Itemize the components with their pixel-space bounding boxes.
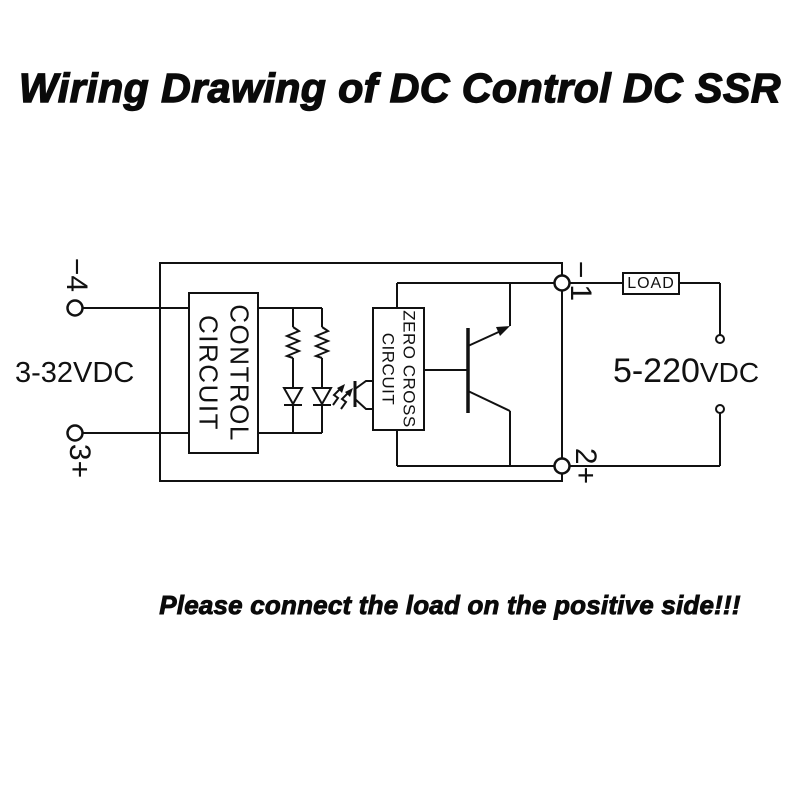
zero-cross-line2: CIRCUIT: [378, 332, 398, 406]
terminal-2-number: 2: [569, 447, 602, 465]
optocoupler-light-arrows-icon: [332, 384, 353, 410]
terminal-4-number: 4: [60, 275, 93, 293]
output-voltage-unit: VDC: [699, 357, 760, 388]
ssr-body-outline: [159, 262, 563, 482]
control-circuit-line2: CIRCUIT: [193, 315, 224, 431]
output-voltage-value: 5-220: [612, 352, 700, 390]
branch2-resistor-led: [311, 308, 333, 433]
terminal-2: [553, 457, 571, 475]
zero-cross-line1: ZERO CROSS: [399, 310, 419, 428]
page-title: Wiring Drawing of DC Control DC SSR: [18, 65, 781, 111]
control-circuit-line1: CONTROL: [224, 304, 255, 442]
output-transistor-icon: [466, 283, 511, 466]
input-voltage-label: 3-32VDC: [15, 357, 135, 389]
terminal-2-label: 2 +: [568, 443, 602, 489]
terminal-1-label: − 1: [563, 257, 597, 305]
terminal-2-polarity: +: [569, 466, 602, 485]
terminal-3-label: 3 +: [62, 439, 96, 483]
diode1-icon: [282, 387, 304, 407]
resistor1-icon: [284, 326, 302, 359]
load-label: LOAD: [627, 274, 675, 292]
supply-node-top: [715, 334, 725, 344]
zero-cross-circuit-label: ZERO CROSS CIRCUIT: [377, 309, 421, 430]
terminal-3-number: 3: [63, 443, 96, 461]
output-voltage-label: 5-220 VDC: [608, 352, 764, 391]
phototransistor-icon: [353, 380, 373, 410]
terminal-4-polarity: −: [60, 257, 93, 276]
terminal-1: [553, 274, 571, 292]
led-diode-icon: [311, 387, 333, 407]
branch1-resistor-diode: [282, 308, 304, 433]
resistor2-icon: [313, 326, 331, 359]
terminal-4-label: − 4: [59, 252, 93, 298]
load-box: LOAD: [622, 272, 680, 295]
terminal-3: [66, 424, 84, 442]
terminal-1-polarity: −: [564, 260, 597, 279]
control-circuit-label: CONTROL CIRCUIT: [192, 294, 256, 453]
control-circuit-box: [188, 292, 259, 454]
terminal-3-polarity: +: [63, 460, 96, 479]
terminal-1-number: 1: [564, 284, 597, 302]
supply-node-bottom: [715, 404, 725, 414]
warning-note: Please connect the load on the positive …: [159, 590, 741, 620]
terminal-4: [66, 299, 84, 317]
